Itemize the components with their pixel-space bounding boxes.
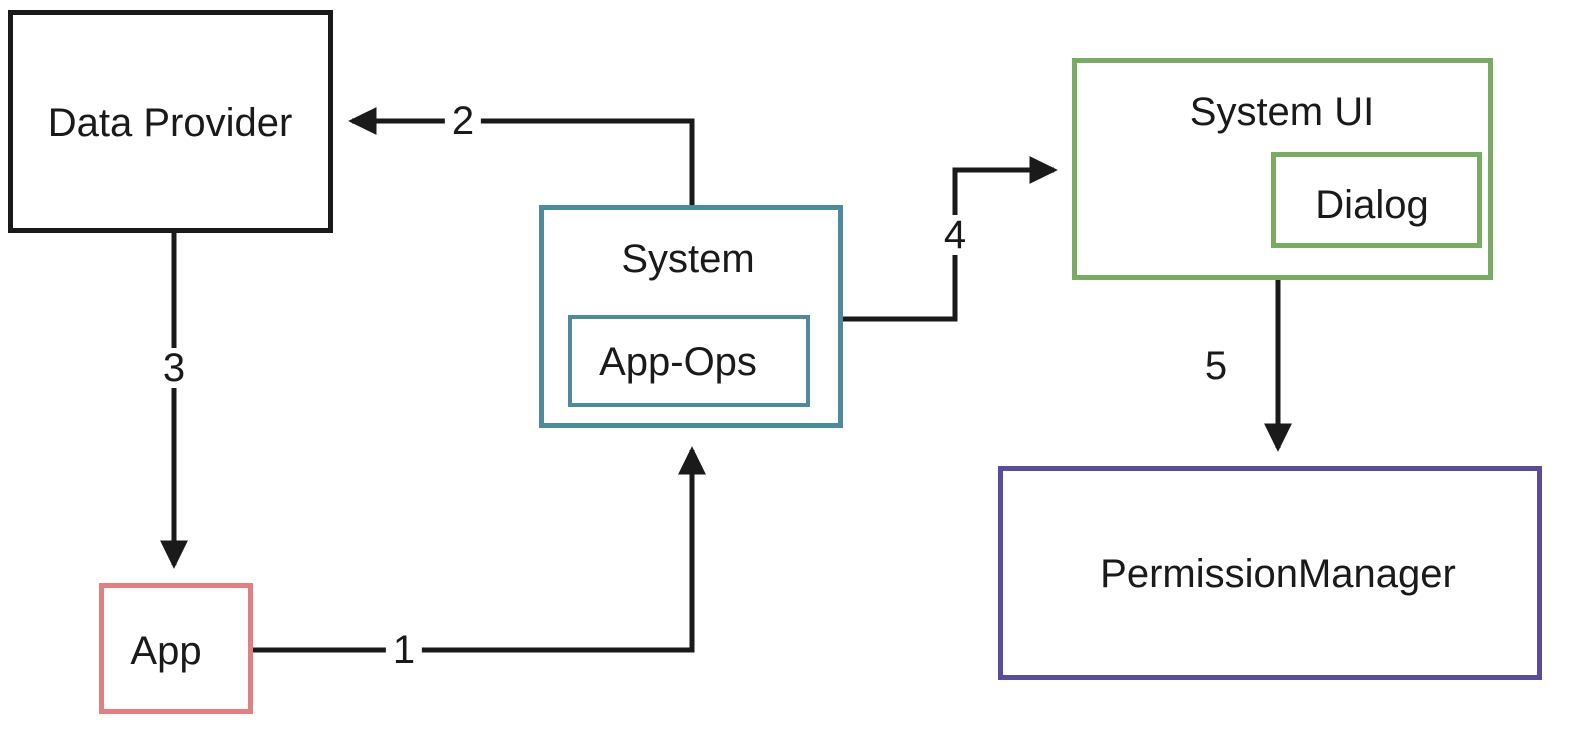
edge-app-to-system — [253, 446, 706, 653]
nodes-layer — [8, 10, 1542, 714]
edge-system-to-system-ui — [843, 156, 1058, 322]
node-box-permission-manager[interactable] — [998, 466, 1542, 680]
node-box-data-provider[interactable] — [8, 10, 333, 233]
node-box-dialog[interactable] — [1271, 152, 1482, 248]
node-box-app[interactable] — [99, 583, 253, 714]
edge-system-to-data-provider — [348, 107, 695, 205]
node-box-app-ops[interactable] — [568, 315, 810, 407]
